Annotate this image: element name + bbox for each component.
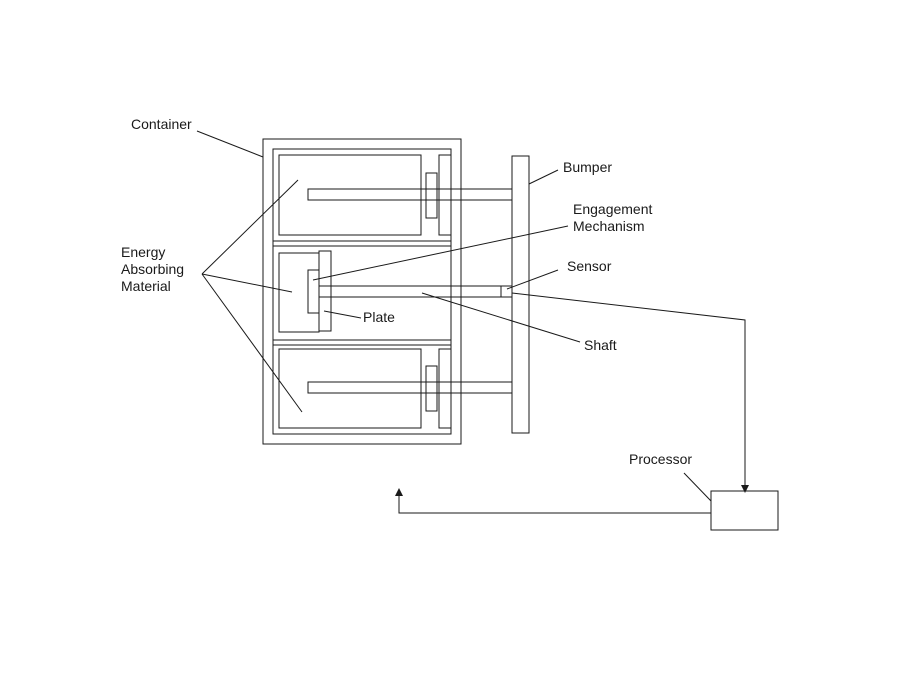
material-leader-bottom [201,273,303,413]
label-energy-absorbing-material-line-2: Absorbing [121,261,185,277]
label-plate: Plate [363,309,395,325]
bumper-leader [528,169,559,185]
plate-middle [318,250,332,332]
label-engagement-mechanism: Engagement Mechanism [573,201,652,235]
shaft-top [307,188,513,201]
engagement-mechanism-bottom [425,365,438,412]
container-outer [262,138,462,445]
energy-absorbing-block-middle [278,252,320,333]
label-shaft: Shaft [584,337,617,353]
engagement-mechanism-middle [307,269,320,314]
container-leader [196,130,264,158]
shaft-middle [318,285,502,298]
processor-box [710,490,779,531]
label-container: Container [131,116,192,132]
container-inner [272,148,452,435]
label-sensor: Sensor [567,258,612,274]
label-energy-absorbing-material: Energy Absorbing Material [121,244,184,295]
plate-frame-bottom [438,348,452,429]
label-energy-absorbing-material-line-1: Energy [121,244,166,260]
shaft-bottom [307,381,513,394]
shaft-leader [421,292,581,343]
sensor-to-processor-line [511,292,749,493]
plate-leader [323,310,362,319]
label-bumper: Bumper [563,159,613,175]
material-leader-top [201,179,299,275]
label-engagement-mechanism-line-1: Engagement [573,201,653,217]
label-energy-absorbing-material-line-3: Material [121,278,171,294]
material-leader-middle [201,273,293,293]
plate-frame-top [438,154,452,236]
energy-absorbing-block-top [278,154,422,236]
label-engagement-mechanism-line-2: Mechanism [573,218,645,234]
processor-leader [683,472,712,502]
label-processor: Processor [629,451,693,467]
engagement-mechanism-leader [312,225,569,281]
energy-absorbing-block-bottom [278,348,422,429]
sensor-leader [506,269,559,290]
processor-output-line [395,488,711,514]
engagement-mechanism-top [425,172,438,219]
